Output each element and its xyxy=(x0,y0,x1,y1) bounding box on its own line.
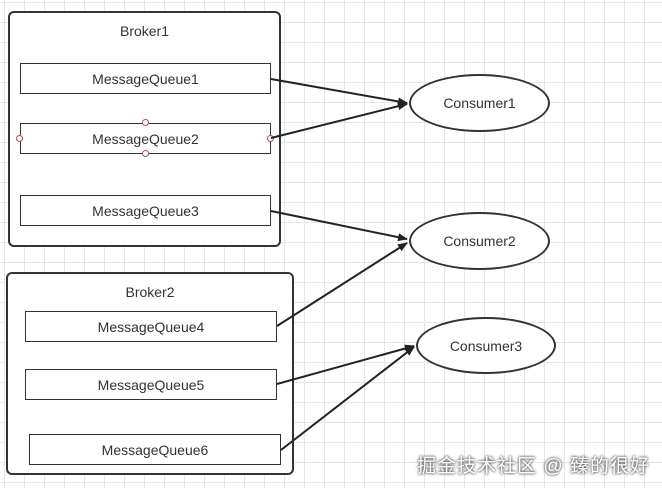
consumer-3-ellipse[interactable]: Consumer3 xyxy=(416,317,556,374)
message-queue-1[interactable]: MessageQueue1 xyxy=(20,63,271,94)
selection-handle-left[interactable] xyxy=(16,135,23,142)
selection-handle-top[interactable] xyxy=(142,119,149,126)
watermark-text: 掘金技术社区 @ 臻的很好 xyxy=(417,456,650,477)
message-queue-6[interactable]: MessageQueue6 xyxy=(29,434,281,465)
arrow-queue3-consumer2 xyxy=(270,210,408,242)
broker-1-title: Broker1 xyxy=(119,23,170,39)
selection-handle-right[interactable] xyxy=(267,135,274,142)
arrow-queue2-consumer1 xyxy=(270,102,408,139)
consumer-1-ellipse[interactable]: Consumer1 xyxy=(409,74,550,132)
selection-handle-bottom[interactable] xyxy=(142,150,149,157)
message-queue-5[interactable]: MessageQueue5 xyxy=(25,369,277,400)
arrow-queue1-consumer1 xyxy=(270,78,408,106)
arrow-queue5-consumer3 xyxy=(276,344,415,385)
message-queue-4[interactable]: MessageQueue4 xyxy=(25,311,277,342)
message-queue-3[interactable]: MessageQueue3 xyxy=(20,195,271,226)
message-queue-2[interactable]: MessageQueue2 xyxy=(20,123,271,154)
broker-2-title: Broker2 xyxy=(125,284,175,300)
arrow-queue6-consumer3 xyxy=(280,346,415,451)
consumer-2-ellipse[interactable]: Consumer2 xyxy=(409,212,550,270)
arrow-queue4-consumer2 xyxy=(276,242,408,327)
